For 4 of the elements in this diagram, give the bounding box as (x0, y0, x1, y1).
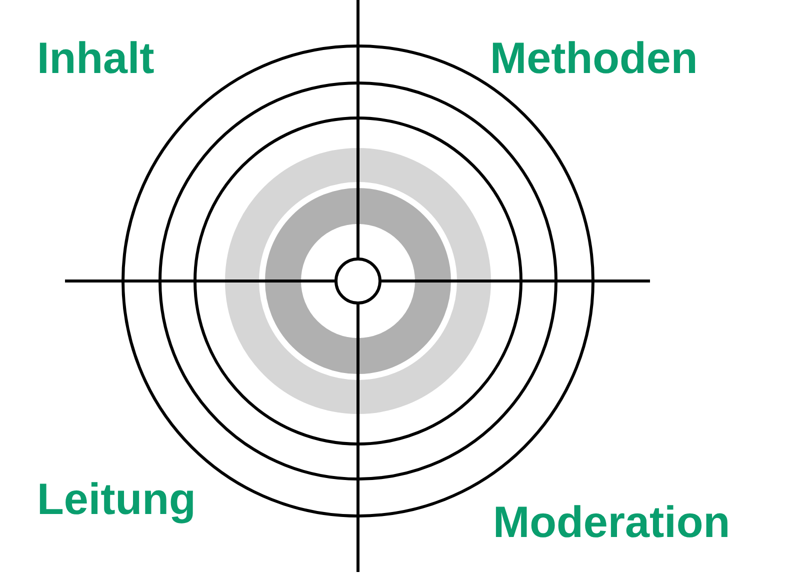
quadrant-label: Inhalt (37, 34, 154, 84)
quadrant-label: Moderation (493, 498, 730, 548)
quadrant-label: Leitung (37, 475, 196, 525)
quadrant-label: Methoden (490, 34, 698, 84)
